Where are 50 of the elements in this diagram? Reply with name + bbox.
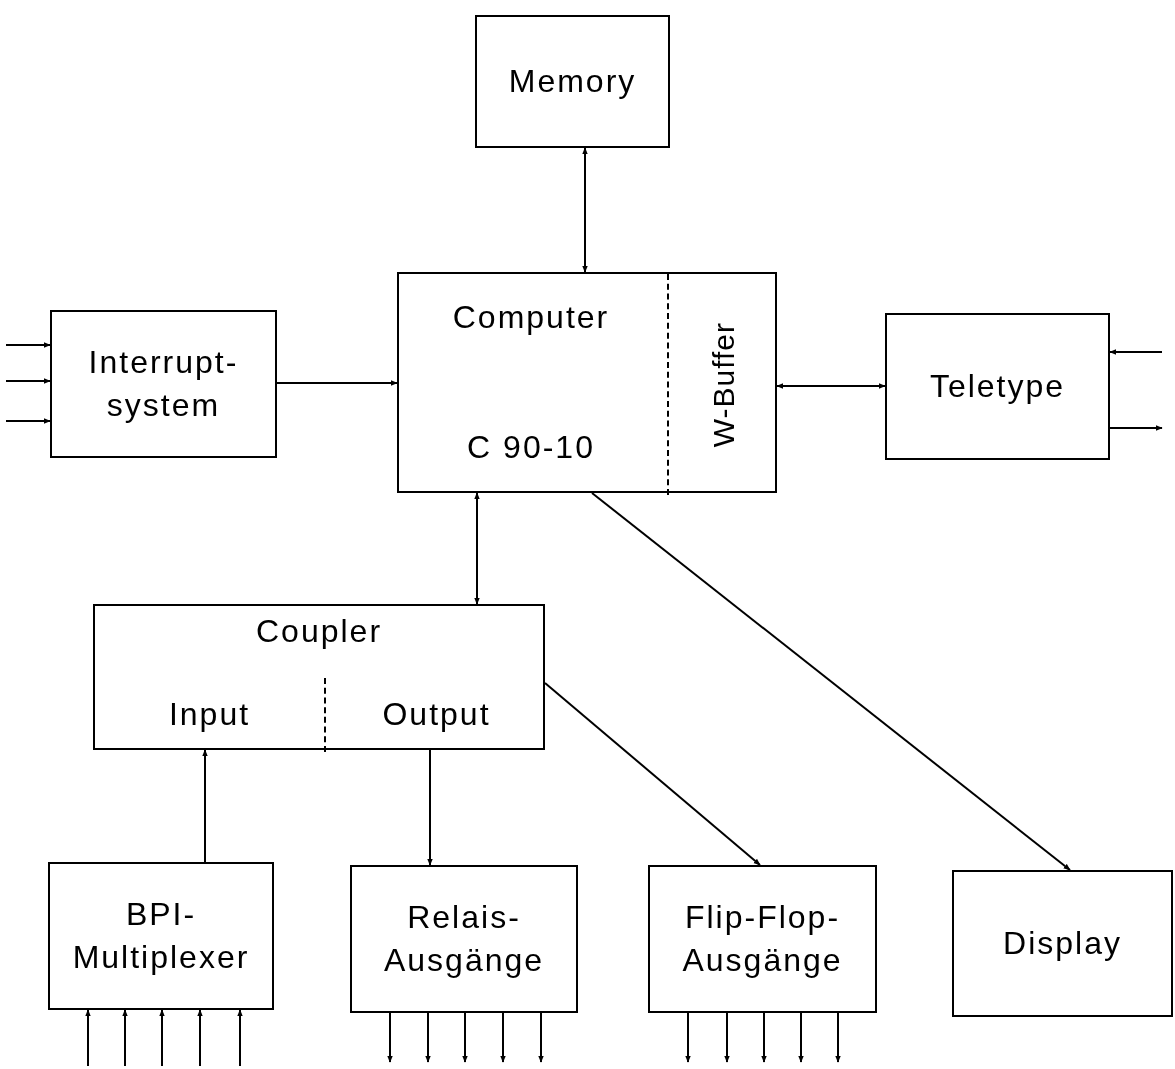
block-box xyxy=(350,865,578,1013)
arrow xyxy=(761,1012,767,1063)
arrow xyxy=(776,383,886,389)
arrow xyxy=(197,1009,203,1067)
block-box xyxy=(952,870,1173,1017)
block-box xyxy=(648,865,877,1013)
arrow xyxy=(582,147,588,273)
arrow xyxy=(1109,425,1163,431)
arrow xyxy=(237,1009,243,1067)
block-label: Teletype xyxy=(929,366,1066,406)
block-label: Computer xyxy=(452,298,610,337)
arrow xyxy=(5,418,51,424)
block-label: Flip-Flop- Ausgänge xyxy=(681,897,844,980)
arrow xyxy=(276,380,398,386)
block-label: Coupler xyxy=(255,612,383,651)
block-box xyxy=(397,272,777,493)
block-label: BPI- Multiplexer xyxy=(71,894,251,977)
arrow xyxy=(724,1012,730,1063)
block-label: Interrupt- system xyxy=(87,342,240,425)
block-box xyxy=(50,310,277,458)
arrow xyxy=(500,1012,506,1063)
arrow xyxy=(538,1012,544,1063)
arrow xyxy=(474,492,480,605)
arrow xyxy=(544,682,761,866)
arrow xyxy=(798,1012,804,1063)
arrow xyxy=(1109,349,1163,355)
block-label: Memory xyxy=(508,61,637,101)
block-label: W-Buffer xyxy=(707,321,741,448)
arrow xyxy=(591,492,1071,871)
block-box xyxy=(48,862,274,1010)
arrow xyxy=(202,749,208,863)
arrow xyxy=(835,1012,841,1063)
block-box xyxy=(885,313,1110,460)
block-label: Relais- Ausgänge xyxy=(382,897,546,980)
arrow xyxy=(427,749,433,866)
arrow xyxy=(425,1012,431,1063)
arrow xyxy=(462,1012,468,1063)
block-label: Input xyxy=(168,695,251,735)
arrow xyxy=(159,1009,165,1067)
block-box xyxy=(93,604,545,750)
arrow xyxy=(685,1012,691,1063)
arrow xyxy=(122,1009,128,1067)
block-box xyxy=(475,15,670,148)
arrow xyxy=(5,342,51,348)
arrow xyxy=(387,1012,393,1063)
block-label: Output xyxy=(382,695,491,735)
arrow xyxy=(85,1009,91,1067)
block-label: C 90-10 xyxy=(467,427,595,467)
arrow xyxy=(5,378,51,384)
block-label: Display xyxy=(1003,923,1122,963)
